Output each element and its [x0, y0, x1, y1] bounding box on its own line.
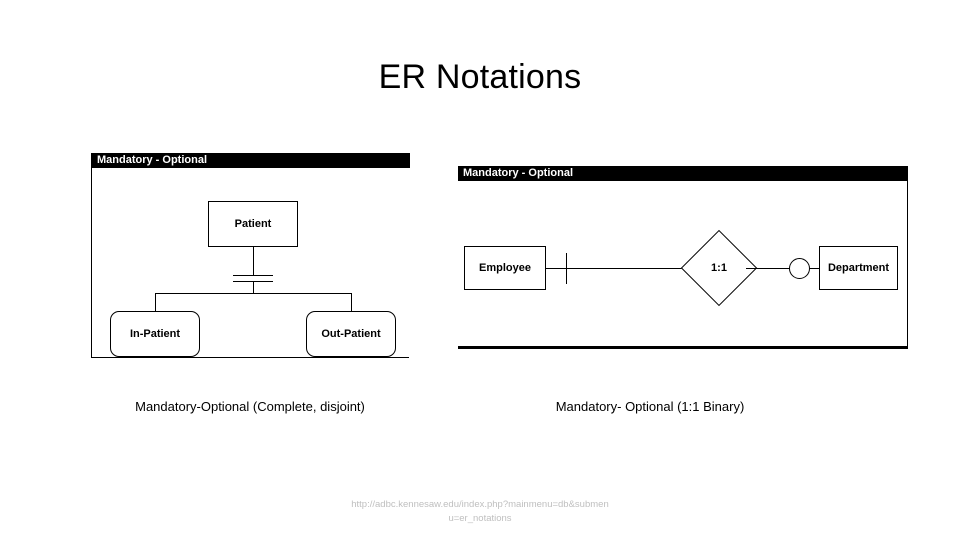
figure-canvas: Patient In-Patient Out-Patient [92, 168, 409, 357]
entity-out-patient: Out-Patient [306, 311, 396, 357]
connector-stem-lower [253, 281, 254, 293]
caption-one-to-one-binary: Mandatory- Optional (1:1 Binary) [555, 399, 745, 414]
page-title: ER Notations [378, 58, 582, 96]
caption-complete-disjoint: Mandatory-Optional (Complete, disjoint) [135, 399, 365, 414]
figure-title-bar: Mandatory - Optional [458, 166, 908, 181]
mandatory-tick [566, 253, 567, 284]
subtype-drop-right [351, 293, 352, 311]
entity-department: Department [819, 246, 898, 290]
entity-in-patient: In-Patient [110, 311, 200, 357]
entity-patient: Patient [208, 201, 298, 247]
figure-title-bar: Mandatory - Optional [92, 153, 410, 168]
relationship-line-right [746, 268, 822, 269]
optional-circle-link [810, 268, 820, 269]
optional-circle [789, 258, 810, 279]
figure-complete-disjoint: Mandatory - Optional Patient In-Patient … [91, 153, 410, 358]
relationship-label: 1:1 [711, 262, 727, 274]
complete-specialization-bar-upper [233, 275, 273, 276]
entity-employee: Employee [464, 246, 546, 290]
subtype-branch-bar [155, 293, 351, 294]
figure-one-to-one-binary: Mandatory - Optional Employee 1:1 Depart… [458, 166, 908, 349]
relationship-line-left [546, 268, 690, 269]
footer-url-line-2: u=er_notations [448, 513, 512, 524]
subtype-drop-left [155, 293, 156, 311]
figure-canvas: Employee 1:1 Department [458, 181, 907, 346]
footer-source-url: http://adbc.kennesaw.edu/index.php?mainm… [250, 498, 710, 526]
connector-stem-vertical [253, 247, 254, 275]
footer-url-line-1: http://adbc.kennesaw.edu/index.php?mainm… [351, 499, 609, 510]
